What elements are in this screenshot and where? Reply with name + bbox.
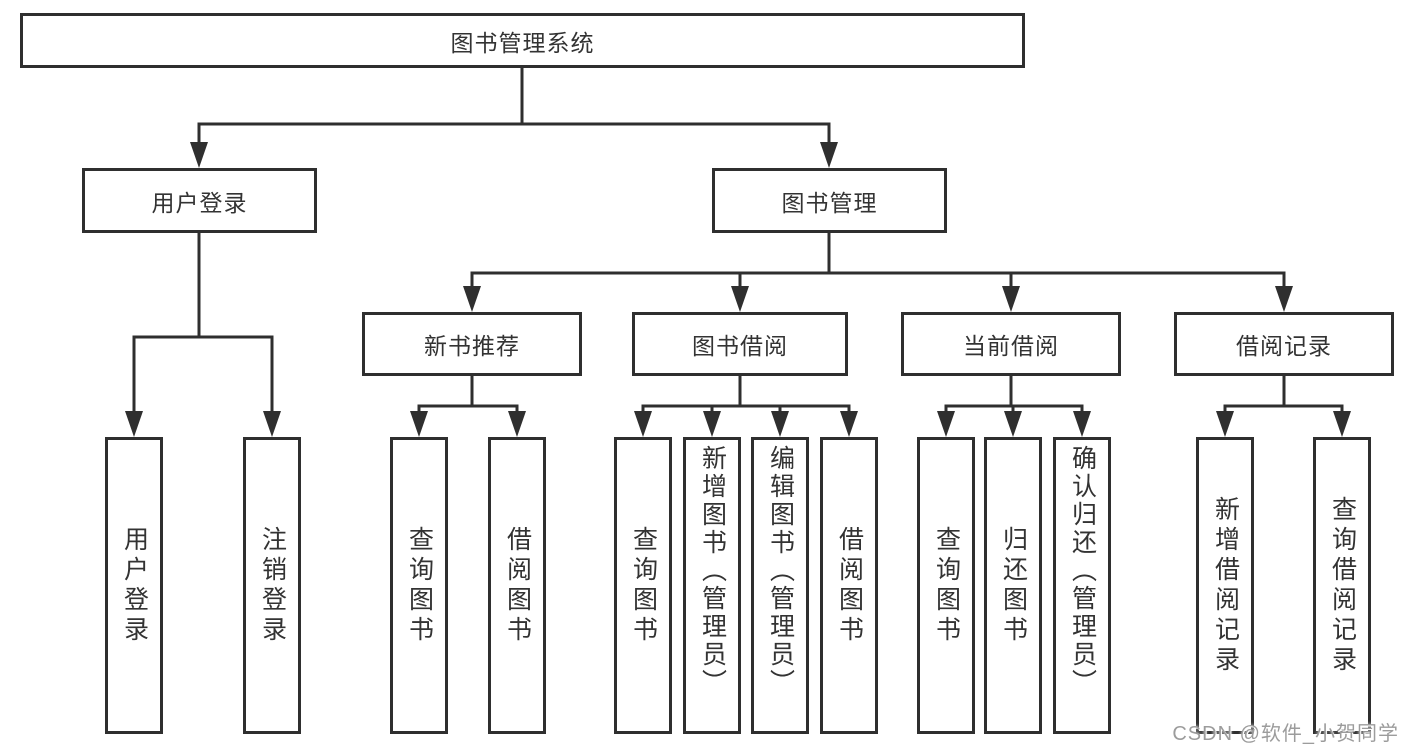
leaf-logout: 注销登录 [243,437,301,734]
arrow-down-icon [820,142,838,168]
arrow-down-icon [1004,411,1022,437]
leaf-user-login-label: 用户登录 [120,525,149,646]
leaf-add-books-admin: 新增图书（管理员） [683,437,741,734]
leaf-confirm-return-admin-label: 确认归还（管理员） [1068,445,1097,697]
arrow-down-icon [731,286,749,312]
node-user-login-label: 用户登录 [151,189,248,216]
leaf-query-books-recommend-label: 查询图书 [405,525,434,646]
leaf-borrow-books-label: 借阅图书 [835,525,864,646]
arrow-down-icon [190,142,208,168]
leaf-add-borrow-record-label: 新增借阅记录 [1211,495,1240,676]
arrow-down-icon [410,411,428,437]
leaf-edit-books-admin-label: 编辑图书（管理员） [766,445,795,697]
arrow-down-icon [703,411,721,437]
arrow-down-icon [1073,411,1091,437]
leaf-query-books-current: 查询图书 [917,437,975,734]
leaf-query-books-borrowing-label: 查询图书 [629,525,658,646]
leaf-query-borrow-record-label: 查询借阅记录 [1328,495,1357,676]
node-root: 图书管理系统 [20,13,1025,68]
leaf-add-borrow-record: 新增借阅记录 [1196,437,1254,734]
arrow-down-icon [463,286,481,312]
node-borrowing-records: 借阅记录 [1174,312,1394,376]
arrow-down-icon [508,411,526,437]
leaf-logout-label: 注销登录 [258,525,287,646]
node-root-label: 图书管理系统 [450,29,595,56]
node-book-borrowing: 图书借阅 [632,312,848,376]
arrow-down-icon [1333,411,1351,437]
arrow-down-icon [1275,286,1293,312]
leaf-confirm-return-admin: 确认归还（管理员） [1053,437,1111,734]
leaf-add-books-admin-label: 新增图书（管理员） [698,445,727,697]
arrow-down-icon [771,411,789,437]
arrow-down-icon [634,411,652,437]
leaf-query-books-borrowing: 查询图书 [614,437,672,734]
arrow-down-icon [1002,286,1020,312]
leaf-borrow-books-recommend-label: 借阅图书 [503,525,532,646]
arrow-down-icon [937,411,955,437]
leaf-edit-books-admin: 编辑图书（管理员） [751,437,809,734]
node-borrowing-records-label: 借阅记录 [1236,333,1332,359]
arrow-down-icon [125,411,143,437]
node-new-book-recommend-label: 新书推荐 [424,333,520,359]
leaf-query-books-recommend: 查询图书 [390,437,448,734]
node-book-management-label: 图书管理 [781,189,878,216]
arrow-down-icon [1216,411,1234,437]
leaf-borrow-books-recommend: 借阅图书 [488,437,546,734]
leaf-return-books-label: 归还图书 [999,525,1028,646]
node-current-borrowing-label: 当前借阅 [963,333,1059,359]
leaf-query-borrow-record: 查询借阅记录 [1313,437,1371,734]
node-book-borrowing-label: 图书借阅 [692,333,788,359]
leaf-query-books-current-label: 查询图书 [932,525,961,646]
leaf-borrow-books: 借阅图书 [820,437,878,734]
arrow-down-icon [263,411,281,437]
leaf-user-login: 用户登录 [105,437,163,734]
node-new-book-recommend: 新书推荐 [362,312,582,376]
node-current-borrowing: 当前借阅 [901,312,1121,376]
node-user-login: 用户登录 [82,168,317,233]
leaf-return-books: 归还图书 [984,437,1042,734]
watermark: CSDN @软件_小贺同学 [1172,723,1399,745]
arrow-down-icon [840,411,858,437]
node-book-management: 图书管理 [712,168,947,233]
